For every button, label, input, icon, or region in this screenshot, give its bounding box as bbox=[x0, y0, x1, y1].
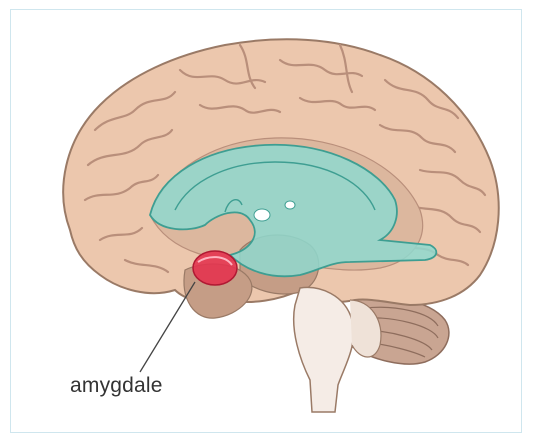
amygdala bbox=[193, 251, 237, 285]
brainstem bbox=[294, 287, 354, 412]
amygdale-label: amygdale bbox=[70, 374, 163, 398]
pointer-line bbox=[140, 282, 195, 372]
